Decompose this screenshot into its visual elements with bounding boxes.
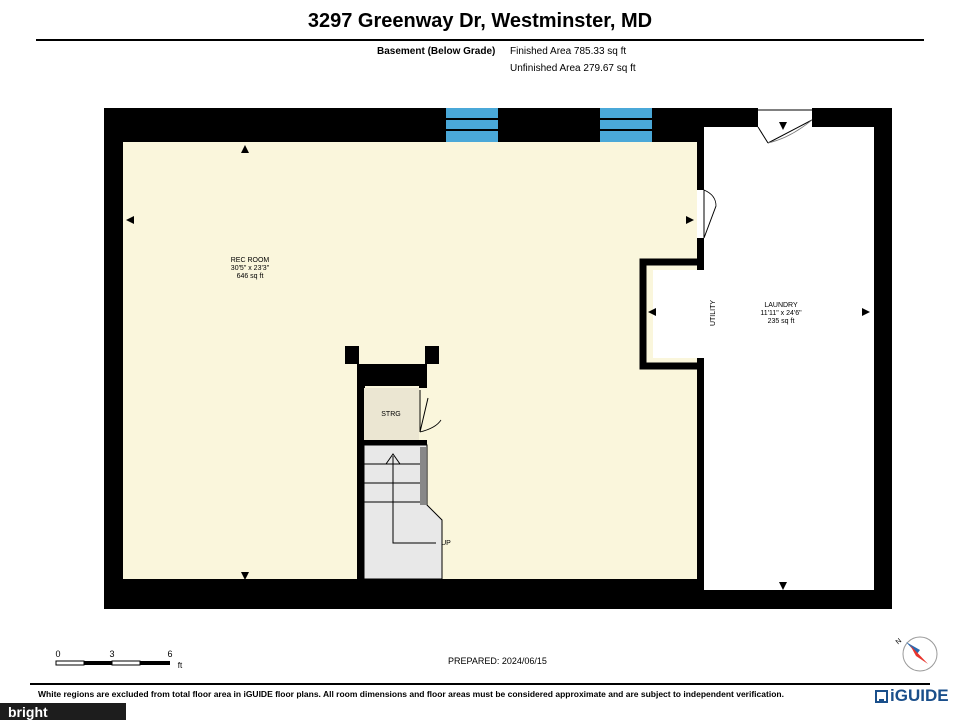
storage-wall [364,440,427,445]
scale-tick-label: 0 [55,649,60,659]
scale-unit: ft [178,661,183,670]
stair-wall [357,364,425,386]
stairs-up-label: UP [441,540,451,547]
compass-icon: N [895,636,938,672]
iguide-brand: iGUIDE [890,686,949,705]
stair-direction-arrow [385,453,436,544]
window [446,108,498,142]
dimension-arrow [779,122,787,130]
utility-floor [653,270,705,358]
finished-area: Finished Area 785.33 sq ft [510,46,627,57]
dimension-arrow [686,216,694,224]
rec-room-dims: 30'5" x 23'3" [231,265,270,272]
dimension-arrow [241,572,249,580]
scale-bar: 0 3 6 ft [55,649,183,670]
stair-rail [420,447,426,505]
compass-north-label: N [895,638,903,647]
unfinished-area: Unfinished Area 279.67 sq ft [510,63,636,74]
title-divider [36,39,924,41]
door-opening [697,190,705,238]
storage-floor [364,388,419,440]
dimension-arrow [126,216,134,224]
dimension-arrow [648,308,656,316]
level-label: Basement (Below Grade) [377,46,496,57]
laundry-floor [704,127,874,590]
dimension-arrow [241,145,249,153]
scale-tick-label: 6 [167,649,172,659]
stair-wall [357,364,365,579]
dimension-arrow [779,582,787,590]
prepared-date: PREPARED: 2024/06/15 [448,656,547,666]
dimension-arrow [862,308,870,316]
footer-divider [30,683,930,685]
stair-wall [345,346,359,364]
interior-wall [697,366,704,590]
stair-wall [419,364,427,388]
laundry-name: LAUNDRY [764,302,798,309]
utility-label: UTILITY [710,300,717,326]
laundry-area: 235 sq ft [768,318,795,325]
page-title: 3297 Greenway Dr, Westminster, MD [307,10,653,32]
rec-room-area: 646 sq ft [237,273,264,280]
storage-label: STRG [381,411,400,418]
exterior-door-arc [767,119,813,144]
scale-tick-label: 3 [109,649,114,659]
rec-room-name: REC ROOM [231,257,270,264]
bright-watermark: bright [0,703,126,720]
iguide-logo: iGUIDE [875,686,949,706]
exterior-door-opening [758,108,812,127]
door-arc [703,189,717,207]
door-swing [703,190,717,239]
window [600,108,652,142]
iguide-logo-icon [875,689,888,703]
disclaimer: White regions are excluded from total fl… [38,689,784,699]
utility-wall [639,258,704,370]
laundry-dims: 11'11" x 24'6" [760,310,802,317]
exterior-door-swing [757,109,813,144]
storage-door-arc [419,419,442,433]
stair-wall [425,346,439,364]
